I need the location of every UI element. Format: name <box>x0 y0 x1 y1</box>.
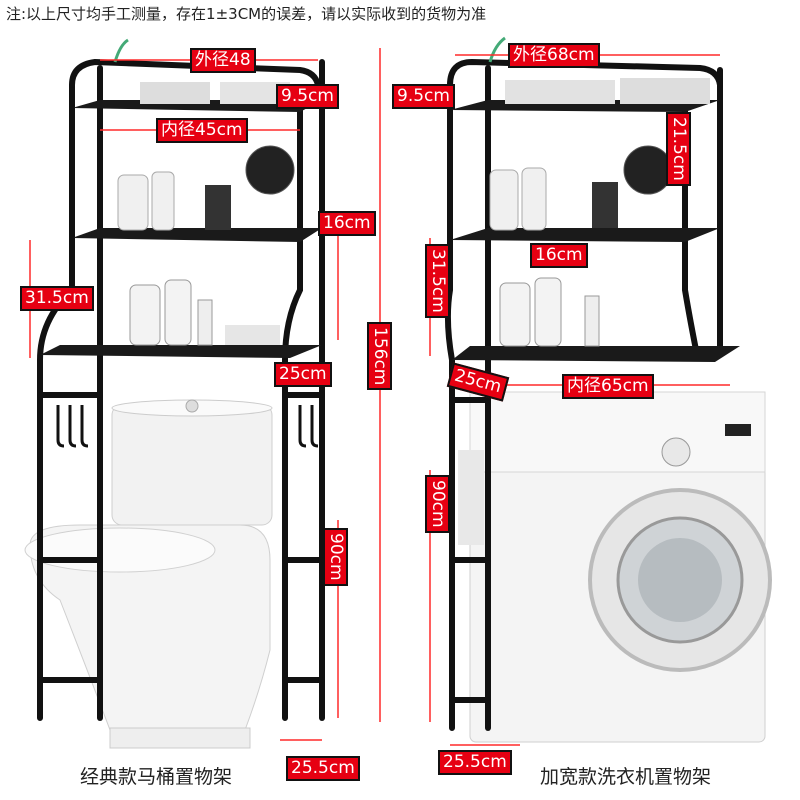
left-hooks <box>56 405 319 448</box>
right-decor <box>458 36 710 545</box>
left-total-height-label: 156cm <box>367 322 392 391</box>
right-inner-width-label: 内径65cm <box>562 374 654 399</box>
left-toilet <box>24 399 273 749</box>
left-top-gap-label: 9.5cm <box>276 84 339 109</box>
right-side-gap-label: 31.5cm <box>425 244 450 318</box>
right-shelf-gap-label: 21.5cm <box>666 112 691 186</box>
right-bottom-height-label: 90cm <box>425 475 450 533</box>
left-mid-gap-label: 16cm <box>318 211 376 236</box>
right-product-caption: 加宽款洗衣机置物架 <box>540 766 712 788</box>
right-mid-gap-label: 16cm <box>530 243 588 268</box>
right-washing-machine <box>469 391 772 743</box>
left-depth-label: 25cm <box>274 362 332 387</box>
left-inner-width-label: 内径45cm <box>156 118 248 143</box>
left-outer-width-label: 外径48 <box>190 48 256 73</box>
left-decor <box>113 38 295 346</box>
right-outer-width-label: 外径68cm <box>508 43 600 68</box>
left-base-depth-label: 25.5cm <box>286 756 360 781</box>
left-product-caption: 经典款马桶置物架 <box>80 766 233 788</box>
measurement-note: 注:以上尺寸均手工测量，存在1±3CM的误差，请以实际收到的货物为准 <box>6 5 487 23</box>
right-top-gap-label: 9.5cm <box>392 84 455 109</box>
left-side-gap-label: 31.5cm <box>20 286 94 311</box>
left-shelves <box>40 100 322 358</box>
right-base-depth-label: 25.5cm <box>438 750 512 775</box>
left-bottom-height-label: 90cm <box>323 528 348 586</box>
